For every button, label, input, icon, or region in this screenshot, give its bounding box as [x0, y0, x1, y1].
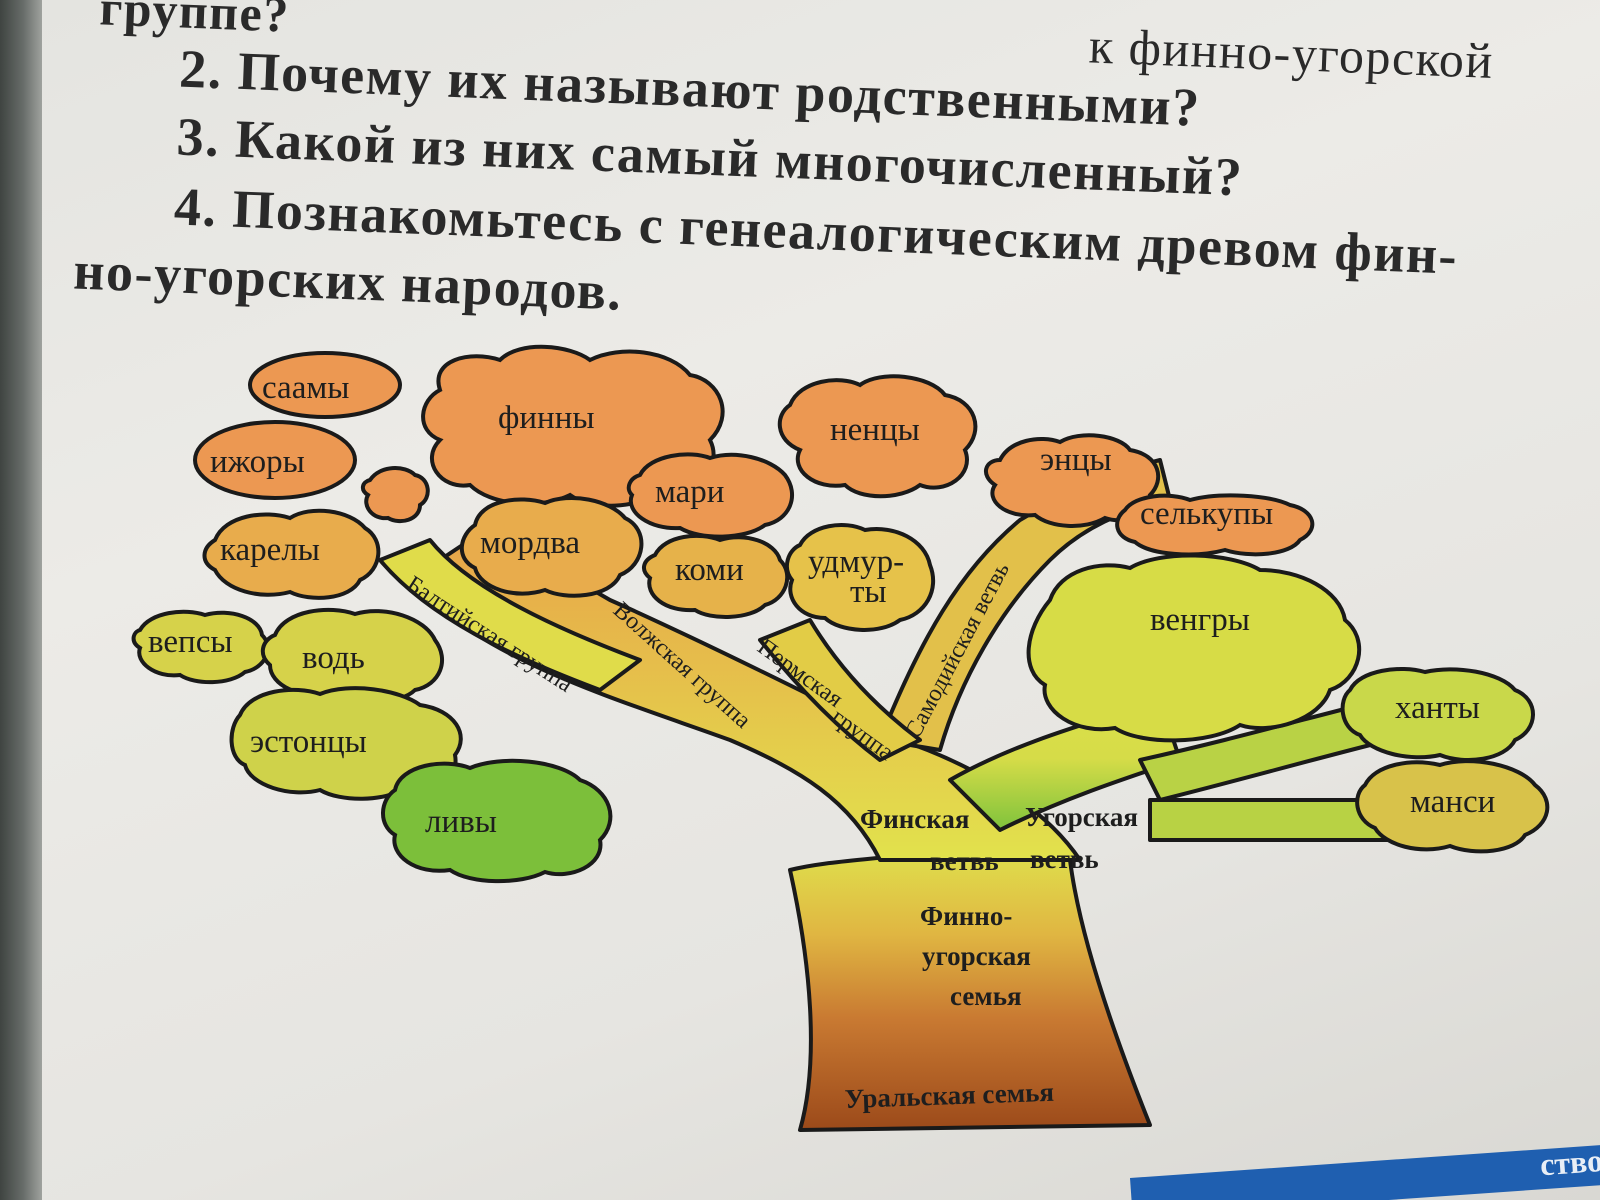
label-vepsy: вепсы — [148, 624, 233, 660]
leaf-mordva — [459, 495, 644, 598]
label-izhory: ижоры — [210, 444, 305, 480]
label-komi: коми — [675, 552, 744, 588]
label-vod: водь — [302, 640, 365, 676]
people-labels: саамы ижоры финны ненцы энцы селькупы ма… — [148, 370, 1495, 840]
label-finno-ugric-family-1: Финно- — [920, 901, 1012, 931]
tree-leaves — [131, 344, 1550, 884]
label-udmurty-1: удмур- — [808, 544, 904, 580]
leaf-izhory — [193, 420, 357, 500]
label-nentsy: ненцы — [830, 412, 920, 448]
leaf-saamy — [248, 351, 402, 419]
baltic-branch — [378, 538, 642, 692]
label-ugric-branch-1: Угорская — [1025, 802, 1138, 832]
label-udmurty-2: ты — [850, 574, 887, 610]
leaf-vod — [260, 607, 445, 705]
trunk-labels: Финская ветвь Угорская ветвь Финно- угор… — [844, 802, 1138, 1114]
tree-trunk — [788, 848, 1152, 1132]
leaf-mansi — [1355, 759, 1550, 854]
leaf-small-orange — [361, 466, 430, 524]
leaf-livy — [381, 758, 613, 884]
label-selkupy: селькупы — [1140, 496, 1273, 532]
label-mansi: манси — [1410, 784, 1495, 820]
label-vengry: венгры — [1150, 602, 1250, 638]
leaf-selkupy — [1115, 493, 1315, 557]
label-ugric-branch-2: ветвь — [1030, 844, 1099, 874]
leaf-komi — [642, 533, 790, 619]
mansi-branch — [1148, 798, 1392, 843]
leaf-mari — [626, 452, 795, 539]
label-mari: мари — [655, 474, 724, 510]
label-uralic-family: Уральская семья — [844, 1077, 1054, 1114]
label-finnish-branch-1: Финская — [860, 804, 970, 834]
leaf-vepsy — [131, 609, 270, 685]
leaf-nentsy — [777, 374, 978, 499]
label-finno-ugric-family-3: семья — [950, 981, 1022, 1011]
leaf-karely — [202, 508, 381, 600]
leaf-vengry — [1026, 553, 1362, 743]
label-karely: карелы — [220, 532, 320, 568]
samoyed-branch — [878, 458, 1172, 752]
label-finno-ugric-family-2: угорская — [922, 941, 1031, 971]
label-entsy: энцы — [1040, 442, 1112, 478]
perm-branch — [758, 618, 922, 762]
label-estontsy: эстонцы — [250, 724, 367, 760]
label-khanty: ханты — [1395, 690, 1480, 726]
label-finnish-branch-2: ветвь — [930, 846, 999, 876]
label-mordva: мордва — [480, 525, 580, 561]
leaf-khanty — [1340, 667, 1535, 762]
label-livy: ливы — [425, 804, 497, 840]
book-binding-shadow — [0, 0, 42, 1200]
label-saamy: саамы — [262, 370, 349, 406]
label-finny: финны — [498, 400, 595, 436]
leaf-udmurty — [784, 523, 936, 632]
